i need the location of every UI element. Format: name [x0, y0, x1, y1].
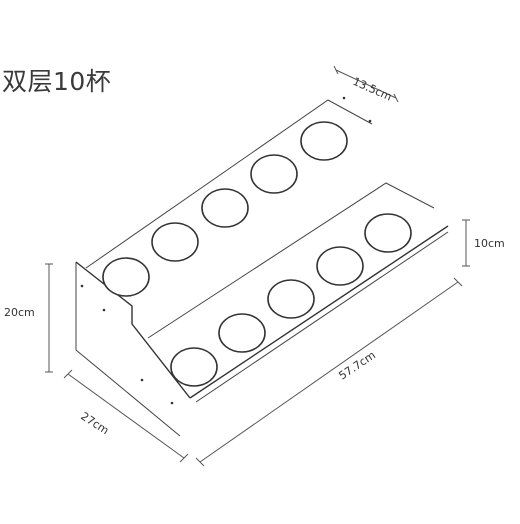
dim-total-height: 20cm	[4, 263, 53, 373]
cup-hole	[250, 154, 298, 194]
screw-mark	[170, 401, 174, 405]
cup-hole	[102, 257, 150, 297]
screw-mark	[368, 119, 372, 123]
cup-hole	[364, 213, 412, 253]
cup-hole	[267, 279, 315, 319]
dim-total-height-label: 20cm	[4, 306, 35, 319]
cup-hole	[300, 121, 348, 161]
screw-mark	[80, 284, 84, 288]
left-side-panel	[64, 262, 190, 444]
cup-hole	[201, 188, 249, 228]
dim-step-height-label: 10cm	[474, 237, 505, 250]
lower-tier-holes	[170, 213, 412, 387]
front-board	[190, 226, 448, 448]
screw-mark	[342, 96, 346, 100]
lower-shelf-inner-edge	[147, 182, 435, 339]
cup-hole	[218, 313, 266, 353]
right-side-upper	[382, 108, 442, 208]
screw-mark	[140, 378, 144, 382]
cup-hole	[316, 246, 364, 286]
left-side-inner-line	[75, 262, 181, 437]
dim-step-height: 10cm	[462, 219, 505, 267]
cup-hole	[170, 347, 218, 387]
dim-depth-label: 27cm	[78, 410, 111, 438]
middle-riser	[124, 128, 384, 340]
front-board-top-edge	[189, 225, 449, 399]
front-board-top-inner	[195, 231, 449, 403]
screw-mark	[102, 308, 106, 312]
upper-tier-holes	[102, 121, 348, 297]
cup-hole	[151, 222, 199, 262]
dim-width-label: 57.7cm	[336, 349, 377, 383]
title-label: 双层10杯	[2, 67, 112, 96]
upper-shelf-inner-edge	[85, 99, 373, 269]
